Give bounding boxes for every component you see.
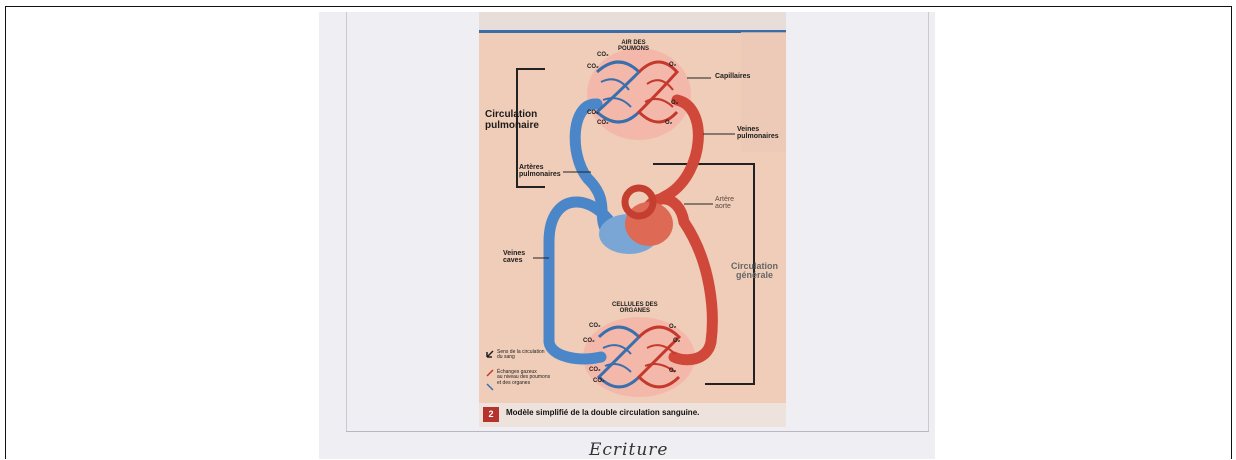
label-co2-5: CO₂ xyxy=(589,323,601,329)
label-veines-pulmonaires: Veines pulmonaires xyxy=(737,126,779,141)
label-co2-6: CO₂ xyxy=(583,338,595,344)
photo-top-rule xyxy=(479,30,786,33)
label-o2-1: O₂ xyxy=(669,62,676,68)
margin-line xyxy=(346,12,347,432)
label-co2-1: CO₂ xyxy=(597,52,609,58)
legend-arrow-icon xyxy=(487,351,493,357)
margin-line-right xyxy=(928,12,929,432)
label-arteres-pulmonaires: Artères pulmonaires xyxy=(519,164,561,179)
legend-sens: Sens de la circulation du sang xyxy=(497,350,545,361)
label-cellules-organes: CELLULES DES ORGANES xyxy=(612,302,658,315)
label-co2-7: CO₂ xyxy=(589,367,601,373)
label-co2-2: CO₂ xyxy=(587,64,599,70)
photo-top-band xyxy=(479,12,786,32)
label-o2-3: O₂ xyxy=(665,120,672,126)
figure-number: 2 xyxy=(483,407,499,422)
label-veines-caves: Veines caves xyxy=(503,250,525,265)
label-o2-2: O₂ xyxy=(671,100,678,106)
page-rule xyxy=(346,431,929,432)
handwritten-heading: Ecriture xyxy=(589,440,668,460)
label-co2-3: CO₂ xyxy=(587,110,599,116)
legend-exchange-arrow-icon xyxy=(487,370,493,376)
label-capillaires: Capillaires xyxy=(715,73,750,80)
label-co2-8: CO₂ xyxy=(593,378,605,384)
label-o2-4: O₂ xyxy=(669,324,676,330)
label-circulation-generale: Circulation générale xyxy=(731,262,778,281)
figure-caption-bar: 2 Modèle simplifié de la double circulat… xyxy=(479,403,786,427)
label-co2-4: CO₂ xyxy=(597,120,609,126)
label-o2-6: O₂ xyxy=(669,368,676,374)
figure-caption: Modèle simplifié de la double circulatio… xyxy=(506,408,699,417)
legend-exchange-arrow-icon-2 xyxy=(487,384,493,390)
label-o2-5: O₂ xyxy=(673,338,680,344)
label-circulation-pulmonaire: Circulation pulmonaire xyxy=(485,110,539,131)
label-artere-aorte: Artère aorte xyxy=(715,196,734,211)
label-air-poumons: AIR DES POUMONS xyxy=(618,40,649,53)
legend-echanges: Échanges gazeux au niveau des poumons et… xyxy=(497,370,550,386)
circulation-diagram-photo: AIR DES POUMONS Capillaires Circulation … xyxy=(479,12,786,427)
